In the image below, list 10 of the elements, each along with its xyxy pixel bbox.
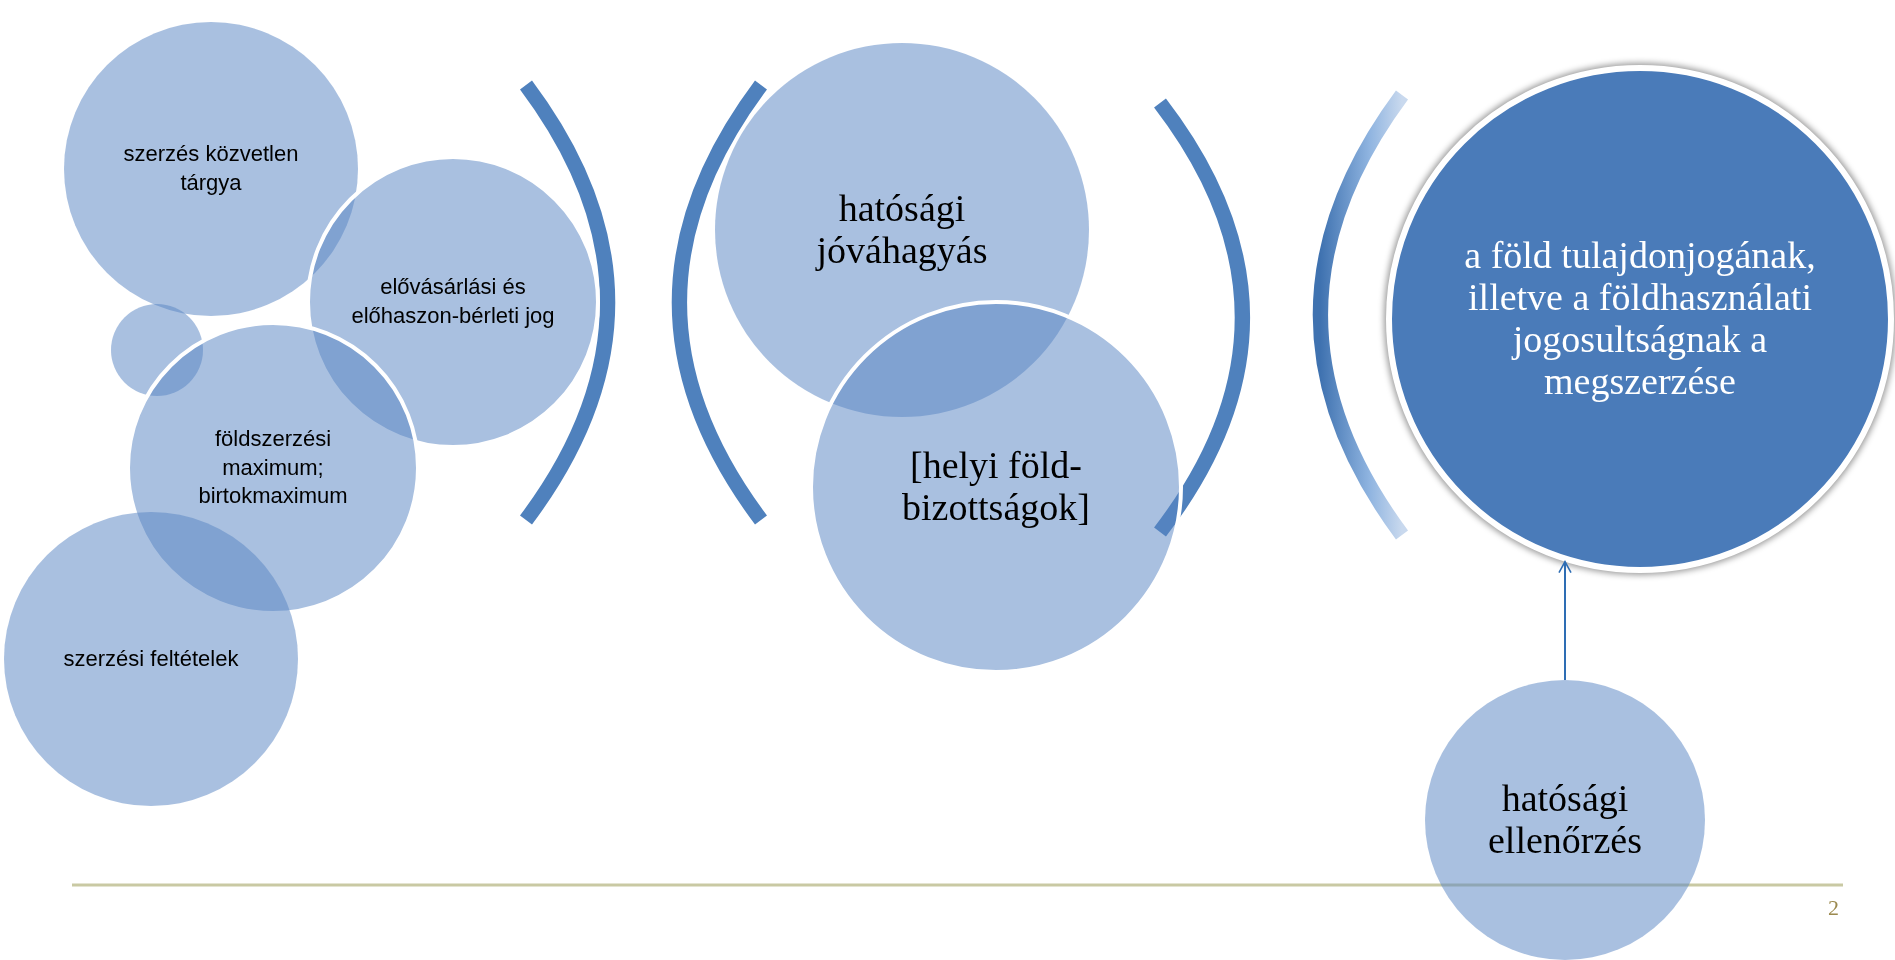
circle-label: a föld tulajdonjogának, illetve a földhasználati jogosultságnak a megszerzése xyxy=(1463,235,1817,403)
circle-label: hatósági ellenőrzés xyxy=(1487,778,1643,862)
circle-label: szerzési feltételek xyxy=(63,644,239,673)
circle-label: elővásárlási és előhaszon-bérleti jog xyxy=(350,273,556,330)
page-number: 2 xyxy=(1828,895,1839,921)
circle-label: [helyi föld-bizottságok] xyxy=(901,445,1091,529)
arrow xyxy=(1558,560,1572,681)
circle-label: földszerzési maximum; birtokmaximum xyxy=(197,425,349,511)
circle-label: hatósági jóváhagyás xyxy=(814,188,989,272)
circle-label: szerzés közvetlen tárgya xyxy=(122,140,300,197)
